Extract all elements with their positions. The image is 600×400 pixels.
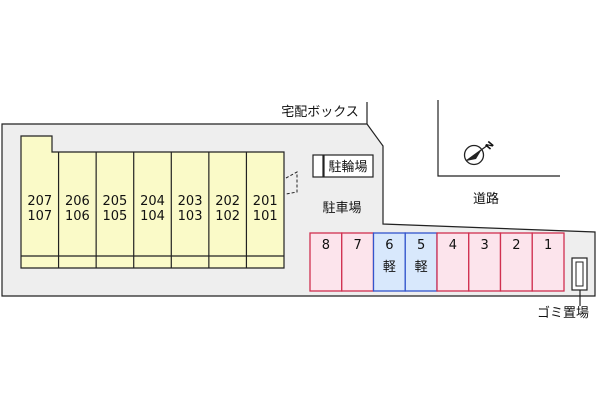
unit-number-upper: 201	[253, 194, 278, 209]
unit-number-lower: 102	[215, 209, 240, 224]
parking-space	[468, 232, 502, 292]
dashed-outline	[285, 171, 298, 195]
bicycle-parking-label-box	[323, 154, 374, 178]
parking-space-number: 3	[480, 238, 488, 253]
unit-number-upper: 202	[215, 194, 240, 209]
north-arrow-icon: N	[463, 140, 497, 166]
unit-number-lower: 106	[65, 209, 90, 224]
parking-space-number: 2	[512, 238, 520, 253]
parking-space	[436, 232, 470, 292]
unit-number-lower: 104	[140, 209, 165, 224]
parking-space-number: 4	[449, 238, 457, 253]
unit-number-upper: 206	[65, 194, 90, 209]
road-edge	[437, 100, 560, 177]
parking-space	[499, 232, 533, 292]
unit-number-lower: 107	[27, 209, 52, 224]
parking-space-kind: 軽	[415, 260, 428, 275]
parking-label: 駐車場	[322, 201, 361, 216]
unit-number-upper: 204	[140, 194, 165, 209]
parking-lot: 8 7 6 軽 5 軽 4 3 2 1	[309, 232, 565, 292]
north-letter: N	[484, 140, 497, 152]
unit-number-upper: 207	[27, 194, 52, 209]
delivery-box-label: 宅配ボックス	[281, 105, 359, 120]
unit-number-lower: 101	[253, 209, 278, 224]
unit-number-lower: 103	[178, 209, 203, 224]
parking-space-number: 1	[544, 238, 552, 253]
building-outline	[20, 135, 285, 269]
garbage-area-inner	[575, 261, 584, 287]
unit-number-lower: 105	[103, 209, 128, 224]
bicycle-parking-label: 駐輪場	[328, 159, 367, 175]
parking-space-kind: 軽	[383, 260, 396, 275]
unit-number-upper: 203	[178, 194, 203, 209]
unit-number-upper: 205	[103, 194, 128, 209]
bicycle-parking-box	[312, 154, 324, 178]
parking-space-number: 7	[353, 238, 361, 253]
parking-space-number: 6	[385, 238, 393, 253]
parking-space-number: 8	[322, 238, 330, 253]
road-label: 道路	[473, 191, 499, 207]
parking-space-number: 5	[417, 238, 425, 253]
parking-space	[531, 232, 565, 292]
parking-space	[404, 232, 438, 292]
garbage-label: ゴミ置場	[537, 305, 589, 321]
